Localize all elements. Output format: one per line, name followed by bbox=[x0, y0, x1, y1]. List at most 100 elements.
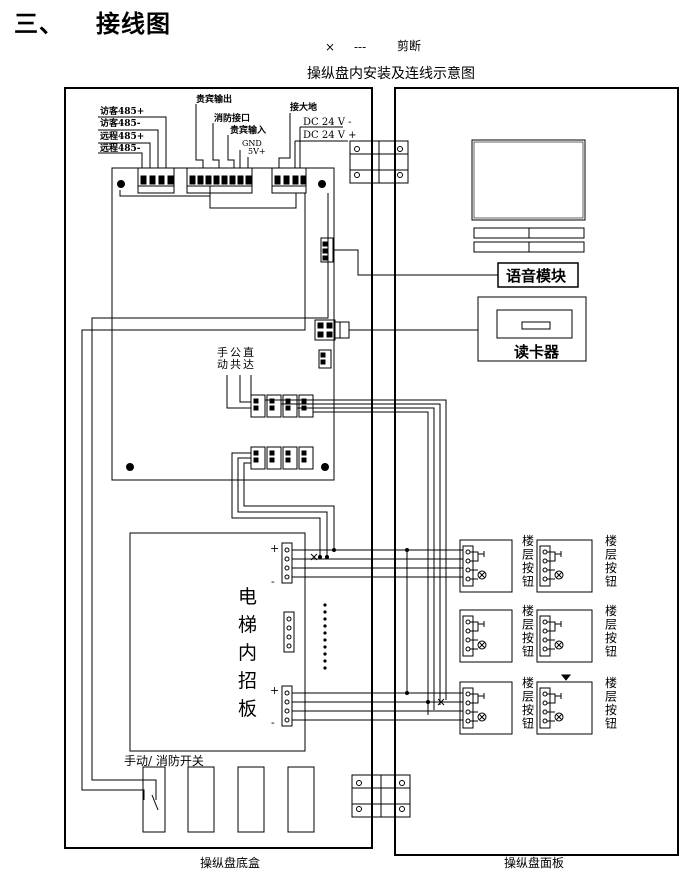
button-pin bbox=[465, 637, 471, 643]
floor-button-label: 楼层按钮 bbox=[605, 533, 617, 589]
section-number: 三、 bbox=[14, 10, 64, 38]
button-contact-wire bbox=[547, 621, 556, 632]
call-board-label: 电梯内招板 bbox=[238, 586, 257, 720]
label-ground: 接大地 bbox=[290, 101, 317, 113]
button-pin bbox=[542, 619, 548, 625]
floor-button-row-2 bbox=[459, 609, 593, 663]
plus-sign: + bbox=[270, 542, 279, 555]
mode-label: 手动 bbox=[217, 345, 228, 371]
button-pin bbox=[465, 700, 471, 706]
blank-module bbox=[287, 766, 315, 833]
top-hinge bbox=[349, 140, 409, 184]
button-terminal bbox=[462, 687, 474, 729]
manual-wire bbox=[226, 375, 251, 409]
button-pin bbox=[542, 628, 548, 634]
button-pin bbox=[465, 576, 471, 582]
board-mount-hole bbox=[321, 463, 329, 471]
switch-label: 手动/ 消防开关 bbox=[124, 753, 204, 768]
button-pin bbox=[542, 567, 548, 573]
button-terminal bbox=[539, 545, 551, 587]
lamp-icon bbox=[478, 641, 486, 649]
section-title: 接线图 bbox=[96, 10, 171, 38]
button-terminal bbox=[462, 615, 474, 657]
call-board-middle-terminal bbox=[283, 611, 295, 653]
floor-button-internals bbox=[462, 545, 564, 729]
label-visitor-485-minus: 访客485- bbox=[100, 117, 141, 129]
call-board-led-column bbox=[323, 603, 327, 670]
call-board-lower-wires bbox=[292, 692, 463, 721]
button-pin bbox=[465, 718, 471, 724]
upper-connector-wires bbox=[265, 399, 447, 715]
call-board-upper-wires bbox=[292, 549, 463, 578]
button-terminal bbox=[539, 687, 551, 729]
call-board-text: 电梯内招板 bbox=[238, 586, 257, 720]
button-connectors bbox=[250, 446, 314, 470]
label-dc24-plus: DC 24 V + bbox=[303, 130, 357, 141]
button-pin bbox=[465, 567, 471, 573]
common-wire bbox=[239, 375, 251, 403]
lamp-icon bbox=[554, 570, 564, 580]
mode-connectors bbox=[250, 394, 314, 418]
call-board-upper-terminal bbox=[281, 542, 293, 584]
floor-button-label: 楼层按钮 bbox=[605, 603, 617, 659]
button-pin bbox=[542, 646, 548, 652]
minus-sign: - bbox=[271, 716, 275, 729]
blank-module bbox=[237, 766, 265, 833]
button-pin bbox=[542, 718, 548, 724]
lamp-icon bbox=[555, 641, 563, 649]
wire-junctions bbox=[318, 548, 430, 704]
voice-module-label: 语音模块 bbox=[506, 267, 567, 285]
lower-connector-wires bbox=[231, 452, 335, 557]
aux-connector bbox=[318, 349, 332, 369]
fire-switch-wire bbox=[81, 193, 306, 800]
label-remote-485-minus: 远程485- bbox=[100, 142, 141, 154]
card-reader-box bbox=[477, 296, 587, 362]
button-pin bbox=[465, 558, 471, 564]
button-contact-wire bbox=[547, 551, 556, 562]
card-reader-label: 读卡器 bbox=[514, 343, 560, 361]
button-pin bbox=[542, 549, 548, 555]
voice-module-box bbox=[497, 262, 579, 288]
card-reader-connector bbox=[314, 319, 350, 341]
floor-button-label: 楼层按钮 bbox=[605, 675, 617, 731]
call-board-lower-terminal bbox=[281, 685, 293, 727]
lamp-icon bbox=[478, 713, 486, 721]
section-heading: 三、 接线图 bbox=[14, 4, 171, 39]
manual-fire-switch bbox=[142, 766, 166, 833]
control-board bbox=[111, 167, 335, 481]
minus-sign: - bbox=[271, 575, 275, 588]
button-pin bbox=[542, 700, 548, 706]
voice-module-cable bbox=[333, 249, 498, 276]
floor-button-row-3 bbox=[459, 674, 593, 735]
indicator-bar-upper bbox=[473, 227, 585, 239]
mode-label: 公共 bbox=[230, 346, 241, 371]
floor-button-row-1 bbox=[459, 539, 593, 593]
button-terminal bbox=[462, 545, 474, 587]
label-gnd: GND bbox=[242, 139, 262, 148]
lamp-icon bbox=[478, 571, 486, 579]
indicator-bar-lower bbox=[473, 241, 585, 253]
button-contact-wire bbox=[547, 693, 556, 704]
lamp-icon bbox=[555, 571, 563, 579]
label-remote-485-plus: 远程485+ bbox=[100, 130, 144, 142]
label-vip-input: 贵宾输入 bbox=[230, 124, 266, 136]
diagram-title: 操纵盘内安装及连线示意图 bbox=[307, 65, 475, 82]
button-contact-wire bbox=[470, 621, 479, 632]
button-pin bbox=[465, 628, 471, 634]
board-mount-hole bbox=[318, 180, 326, 188]
button-pin bbox=[465, 691, 471, 697]
fire-interface-wire bbox=[119, 186, 211, 197]
button-pin bbox=[542, 558, 548, 564]
terminal-label-leaders bbox=[98, 104, 348, 168]
button-pin bbox=[465, 646, 471, 652]
terminal-block-vip-fire bbox=[186, 167, 253, 194]
floor-button-label: 楼层按钮 bbox=[522, 603, 534, 659]
lamp-icon bbox=[554, 712, 564, 722]
fire-switch-return-wire bbox=[91, 193, 329, 800]
mode-label: 直达 bbox=[243, 345, 254, 371]
display-screen bbox=[471, 139, 586, 221]
terminal-block-485 bbox=[137, 167, 175, 194]
